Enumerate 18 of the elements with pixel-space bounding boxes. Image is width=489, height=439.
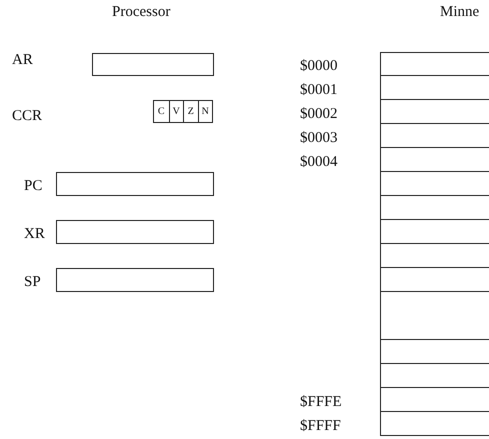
address-label: $FFFE <box>300 394 342 411</box>
address-label: $0003 <box>300 130 338 147</box>
flag-bit: C <box>154 101 168 122</box>
address-label: $0001 <box>300 82 338 99</box>
register-label: XR <box>24 226 45 243</box>
register-label: PC <box>24 178 42 195</box>
register-label: AR <box>12 52 33 69</box>
address-label: $0004 <box>300 154 338 171</box>
register-label: CCR <box>12 108 42 125</box>
address-label: $0002 <box>300 106 338 123</box>
address-label: $FFFF <box>300 418 341 435</box>
address-label: $0000 <box>300 58 338 75</box>
flag-bit: N <box>198 101 212 122</box>
memory-heading: Minne <box>440 4 480 21</box>
section-heading: Processor <box>112 4 170 21</box>
flag-bit: V <box>168 101 183 122</box>
register-label: SP <box>24 274 41 291</box>
flag-bit: Z <box>183 101 198 122</box>
